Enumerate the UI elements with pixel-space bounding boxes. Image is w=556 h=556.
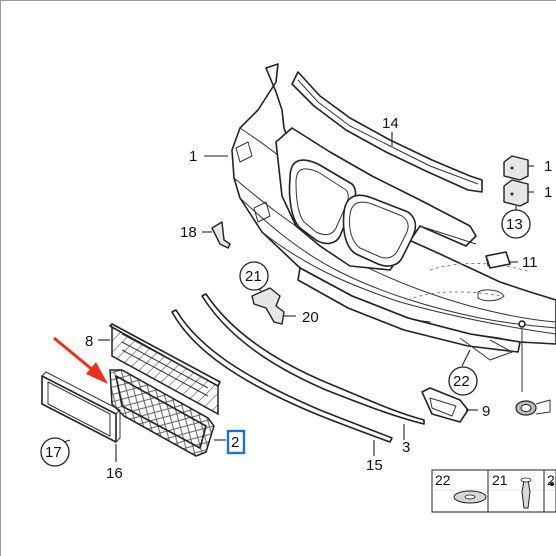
legend-label-2: 2 — [547, 472, 555, 488]
callout-13: 13 — [506, 216, 523, 233]
callout-22: 22 — [453, 373, 470, 390]
callout-16: 16 — [106, 465, 123, 482]
part-11-cover — [485, 251, 511, 269]
highlight-box — [226, 429, 246, 455]
callout-9: 9 — [482, 403, 490, 420]
legend-box — [431, 469, 556, 513]
callout-2: 2 — [231, 434, 239, 451]
grille-surround — [275, 127, 477, 271]
legend-label-21: 21 — [492, 472, 508, 488]
callout-14: 14 — [382, 115, 399, 132]
part-18-bracket — [211, 221, 231, 249]
grommet — [515, 399, 551, 416]
callout-3: 3 — [402, 439, 410, 456]
callout-18: 18 — [180, 224, 197, 241]
callout-15: 15 — [366, 457, 383, 474]
callout-21: 21 — [245, 268, 262, 285]
lower-trim-strip-15 — [171, 309, 393, 443]
license-plate-base — [109, 323, 221, 416]
callout-1-upper: 1 — [544, 158, 552, 175]
license-plate — [41, 371, 121, 443]
callout-20: 20 — [302, 309, 319, 326]
part-13-brackets — [503, 155, 529, 207]
lower-trim-strip-3 — [201, 293, 425, 425]
callout-1: 1 — [189, 148, 197, 165]
callout-17: 17 — [45, 444, 62, 461]
callout-1-lower: 1 — [544, 184, 552, 201]
legend-label-22: 22 — [435, 472, 451, 488]
hood-strip — [291, 71, 483, 193]
fastener-pin — [518, 320, 526, 392]
callout-8: 8 — [85, 333, 93, 350]
part-20-bracket — [251, 287, 285, 325]
callout-11: 11 — [522, 254, 538, 271]
red-arrow — [53, 336, 108, 384]
callout-circles — [40, 209, 531, 467]
